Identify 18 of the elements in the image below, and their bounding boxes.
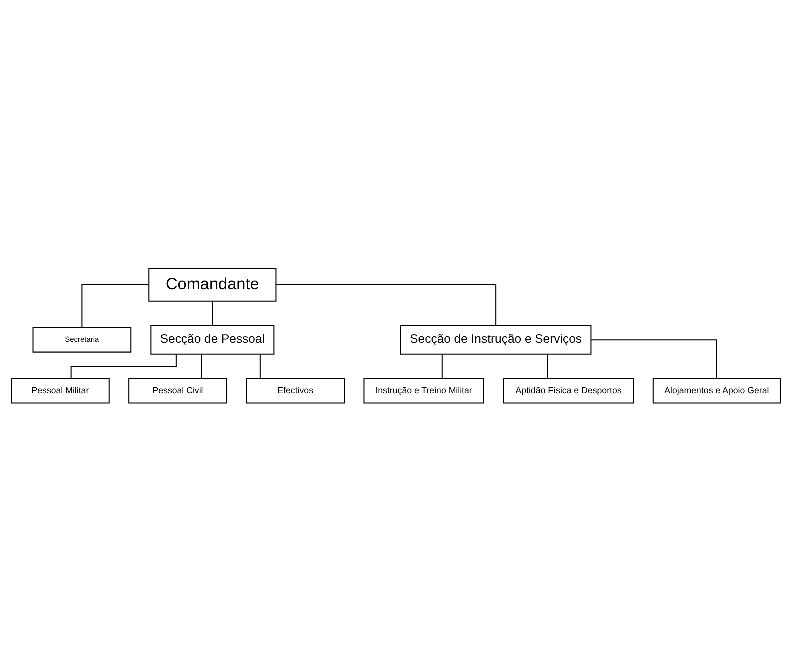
node-box: Aptidão Física e Desportos [503, 378, 634, 404]
connector [212, 302, 214, 326]
node-box: Secção de Pessoal [150, 325, 275, 355]
connector [82, 284, 149, 328]
node-box: Pessoal Militar [11, 378, 110, 404]
node-box: Secretaria [32, 327, 132, 353]
node-box: Pessoal Civil [128, 378, 228, 404]
node-box: Secção de Instrução e Serviços [400, 325, 592, 355]
node-box: Efectivos [246, 378, 346, 404]
connector [442, 354, 443, 379]
node-box: Instrução e Treino Militar [364, 378, 484, 404]
node-box: Comandante [148, 268, 277, 302]
connector [591, 340, 718, 379]
connector [201, 354, 202, 379]
connector [276, 284, 497, 326]
node-box: Alojamentos e Apoio Geral [652, 378, 781, 404]
connector [547, 354, 548, 379]
connector [260, 354, 261, 379]
